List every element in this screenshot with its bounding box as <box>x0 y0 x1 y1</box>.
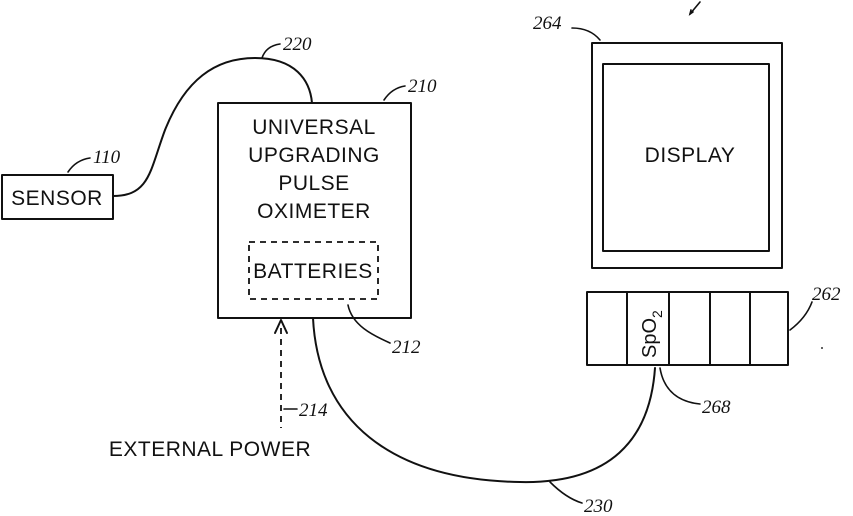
oximeter-line-1: UNIVERSAL <box>252 116 376 139</box>
display-monitor: DISPLAY 264 <box>533 2 782 268</box>
oximeter-line-4: OXIMETER <box>257 200 371 223</box>
display-ref: 264 <box>533 13 562 34</box>
batteries-block: BATTERIES 212 <box>249 242 421 358</box>
oximeter-line-3: PULSE <box>278 172 349 195</box>
external-power-label: EXTERNAL POWER <box>109 438 311 461</box>
spo2-leader <box>660 368 700 404</box>
monitor-cable-line <box>313 318 655 482</box>
module-rack-ref: 262 <box>812 284 841 305</box>
module-rack: 262 SpO 2 268 <box>587 284 841 418</box>
batteries-ref: 212 <box>392 337 421 358</box>
sensor-ref: 110 <box>93 147 121 168</box>
speck <box>821 347 823 349</box>
monitor-cable: 230 <box>313 318 655 516</box>
sensor-cable-ref: 220 <box>283 34 312 55</box>
spo2-sub: 2 <box>649 310 665 318</box>
sensor-label: SENSOR <box>11 187 103 210</box>
oximeter-line-2: UPGRADING <box>248 144 380 167</box>
external-power-block: 214 EXTERNAL POWER <box>109 320 328 461</box>
display-leader <box>572 28 600 40</box>
spo2-module-label: SpO 2 <box>639 310 665 358</box>
monitor-cable-leader <box>550 482 582 503</box>
batteries-label: BATTERIES <box>253 260 373 283</box>
external-power-ref: 214 <box>299 400 328 421</box>
oximeter-leader <box>384 86 405 100</box>
sensor-block: SENSOR 110 <box>2 147 121 219</box>
monitor-cable-ref: 230 <box>584 496 613 516</box>
batteries-leader <box>348 305 390 343</box>
spo2-main: SpO <box>639 318 661 358</box>
module-rack-leader <box>790 302 812 330</box>
spo2-ref: 268 <box>702 397 731 418</box>
oximeter-ref: 210 <box>408 76 437 97</box>
sensor-cable-leader <box>262 44 280 58</box>
display-label: DISPLAY <box>645 144 736 167</box>
sensor-leader <box>68 158 90 172</box>
module-rack-frame <box>587 292 788 365</box>
